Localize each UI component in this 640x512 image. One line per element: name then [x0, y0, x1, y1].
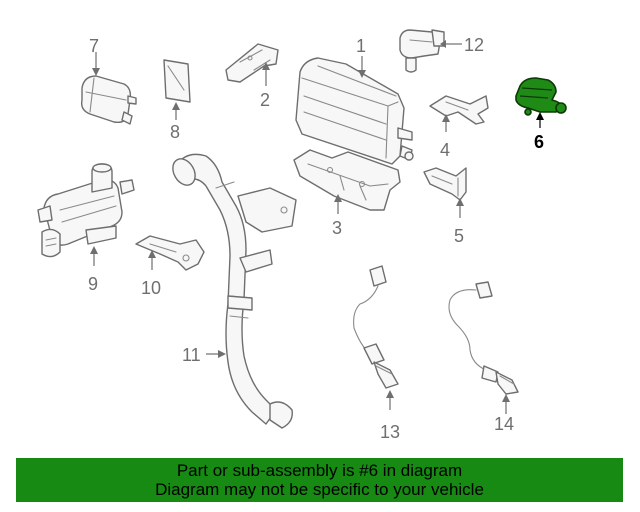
part-14-oxygen-sensor[interactable] [448, 281, 519, 395]
arrow-6 [536, 112, 544, 120]
part-10-bracket[interactable] [135, 235, 205, 271]
arrow-8 [172, 102, 180, 110]
part-5-bracket[interactable] [423, 167, 467, 201]
part-7-vapor-box[interactable] [80, 75, 137, 125]
callout-8[interactable]: 8 [170, 122, 180, 142]
part-4-bracket[interactable] [429, 95, 489, 125]
banner-line-part: Part or sub-assembly is #6 in diagram [176, 461, 463, 480]
callout-9[interactable]: 9 [88, 274, 98, 294]
callout-6[interactable]: 6 [534, 132, 544, 152]
part-12-valve[interactable] [399, 29, 445, 73]
arrow-12 [440, 40, 446, 48]
callout-2[interactable]: 2 [260, 90, 270, 110]
callout-12[interactable]: 12 [464, 35, 484, 55]
callout-13[interactable]: 13 [380, 422, 400, 442]
part-13-oxygen-sensor[interactable] [353, 265, 399, 389]
arrow-13 [386, 390, 394, 398]
callout-7[interactable]: 7 [89, 36, 99, 56]
callout-10[interactable]: 10 [141, 278, 161, 298]
part-6-highlighted-assembly[interactable] [515, 77, 567, 116]
callout-4[interactable]: 4 [440, 140, 450, 160]
part-11-filler-pipe[interactable] [168, 153, 297, 429]
arrow-14 [502, 394, 510, 402]
callout-11[interactable]: 11 [182, 345, 201, 365]
arrow-10 [148, 250, 156, 258]
part-2-bracket[interactable] [225, 43, 279, 83]
part-1-canister[interactable] [295, 57, 414, 165]
arrow-5 [456, 198, 464, 206]
arrow-3 [334, 194, 342, 202]
callout-5[interactable]: 5 [454, 226, 464, 246]
parts-diagram: 7 8 2 1 12 [37, 29, 567, 442]
part-9-purge-valve[interactable] [37, 163, 135, 258]
arrow-1 [358, 70, 366, 78]
info-banner: Part or sub-assembly is #6 in diagram Di… [16, 458, 623, 502]
callout-3[interactable]: 3 [332, 218, 342, 238]
part-8-pad[interactable] [163, 59, 191, 103]
arrow-2 [262, 62, 270, 70]
arrow-9 [90, 246, 98, 254]
callout-14[interactable]: 14 [494, 414, 514, 434]
part-3-mount-plate[interactable] [293, 149, 401, 211]
arrow-11 [218, 350, 226, 358]
arrow-7 [92, 68, 100, 76]
banner-line-disclaimer: Diagram may not be specific to your vehi… [155, 480, 484, 499]
arrow-4 [442, 114, 450, 122]
callout-1[interactable]: 1 [356, 36, 366, 56]
